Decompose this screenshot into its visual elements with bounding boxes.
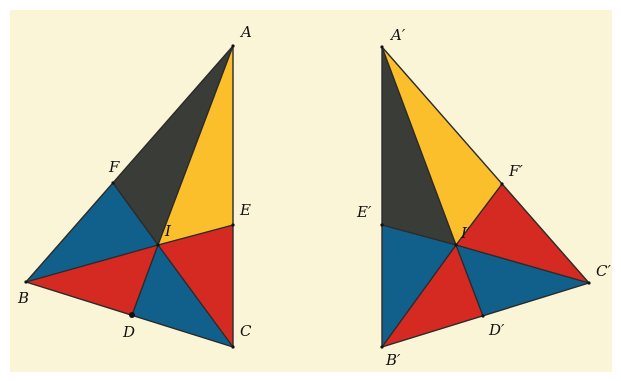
right-segment-DI	[455, 244, 484, 317]
right-label-F: F′	[508, 162, 523, 180]
right-point-A-dot	[380, 45, 384, 49]
right-point-E-dot	[380, 223, 384, 227]
left-segment-BI	[25, 244, 159, 283]
left-segment-EI	[157, 224, 234, 246]
left-piece-CEI	[158, 225, 233, 347]
left-triangle: A F I E B D C	[17, 23, 252, 349]
left-piece-DCI	[132, 245, 233, 347]
left-segment-DI	[131, 244, 159, 316]
right-segment-AC	[381, 46, 590, 284]
left-label-B: B	[17, 289, 29, 307]
left-piece-BDI	[26, 245, 158, 315]
left-label-E: E	[239, 201, 251, 219]
left-segment-AI	[157, 45, 234, 246]
right-segment-FI	[455, 183, 503, 246]
left-piece-FBI	[26, 183, 158, 282]
right-piece-EBI	[382, 225, 456, 347]
left-label-C: C	[240, 322, 252, 340]
right-label-E: E′	[356, 203, 372, 221]
right-label-I: I′	[460, 224, 471, 242]
right-piece-AIF	[382, 47, 502, 245]
left-point-B-dot	[24, 280, 28, 284]
right-segments	[381, 46, 590, 348]
right-point-C-dot	[587, 281, 591, 285]
right-label-B: B′	[385, 351, 401, 369]
left-segment-AB	[25, 45, 234, 283]
left-point-E-dot	[231, 223, 235, 227]
right-label-C: C′	[596, 262, 611, 280]
left-piece-AFI	[113, 46, 233, 245]
left-point-D-marker	[129, 312, 135, 318]
right-point-I-dot	[454, 243, 458, 247]
right-label-D: D′	[488, 321, 505, 339]
right-point-F-dot	[500, 182, 504, 186]
right-point-B-dot	[380, 345, 384, 349]
left-label-I: I	[164, 222, 172, 240]
left-label-F: F	[108, 158, 120, 176]
left-point-A-dot	[231, 44, 235, 48]
right-segment-BI	[381, 244, 457, 348]
left-point-C-dot	[231, 345, 235, 349]
right-segment-BC	[381, 282, 590, 348]
right-segment-CI	[455, 244, 590, 284]
right-piece-FIC	[456, 184, 589, 283]
right-triangle: A′ E′ I′ F′ C′ D′ B′	[356, 26, 611, 369]
right-segment-AI	[381, 46, 457, 246]
right-segment-EI	[381, 224, 457, 246]
left-segment-CI	[157, 244, 234, 348]
left-segments	[25, 45, 234, 348]
left-point-F-dot	[111, 181, 115, 185]
diagram-background	[10, 10, 612, 372]
right-piece-BDI	[382, 245, 483, 347]
left-label-A: A	[239, 23, 252, 41]
left-point-I-dot	[156, 243, 160, 247]
right-piece-DCI	[456, 245, 589, 316]
left-segment-FI	[112, 182, 159, 246]
right-point-D-dot	[481, 314, 485, 318]
right-label-A: A′	[389, 26, 406, 44]
left-label-D: D	[122, 323, 135, 341]
